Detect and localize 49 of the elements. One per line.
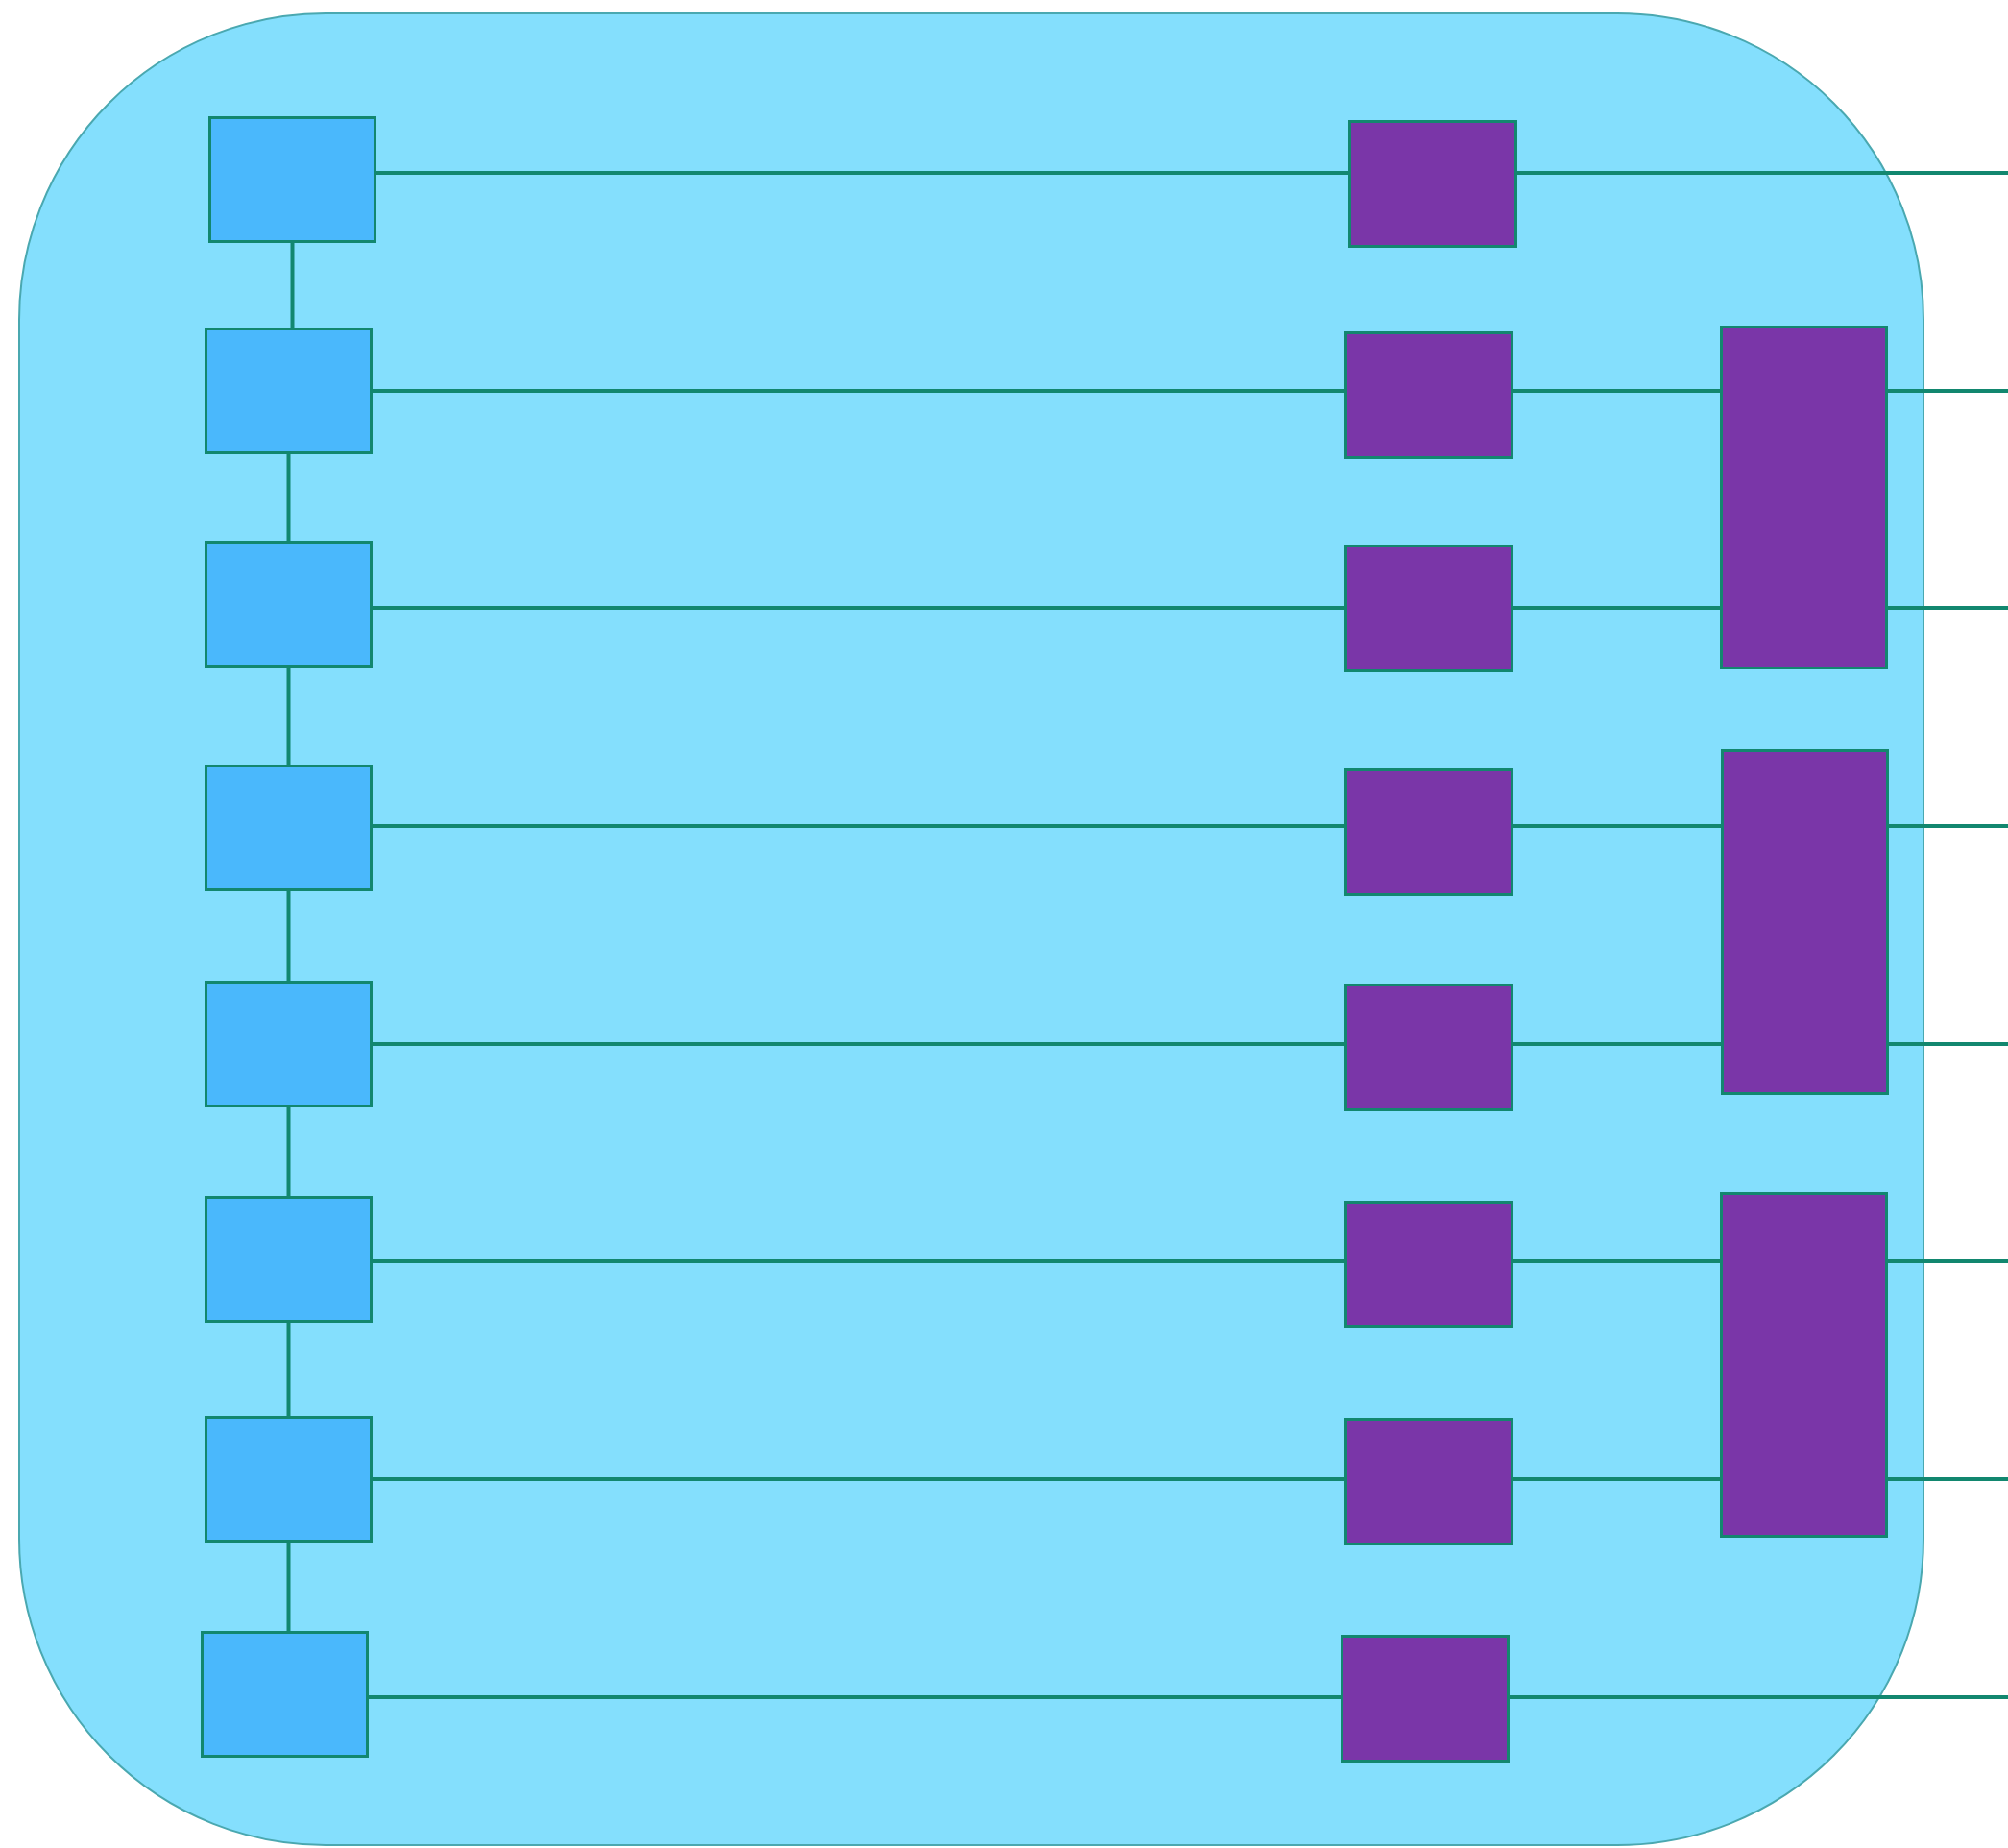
connector-line [373, 606, 1344, 610]
block-box [208, 116, 376, 243]
connector-line [373, 1477, 1344, 1481]
connector-line [373, 389, 1344, 393]
block-box [205, 328, 373, 454]
connector-line [1513, 1042, 1721, 1046]
connector-line [1889, 824, 2008, 828]
block-box [1720, 1192, 1888, 1538]
connector-line [1513, 606, 1720, 610]
block-box [1348, 120, 1517, 248]
block-box [205, 1416, 373, 1543]
container-panel [18, 12, 1924, 1846]
block-box [201, 1631, 369, 1758]
connector-line [286, 668, 291, 765]
block-box [1720, 326, 1888, 669]
block-box [205, 765, 373, 891]
connector-line [1888, 1477, 2008, 1481]
block-box [205, 1196, 373, 1323]
block-box [1341, 1635, 1510, 1763]
connector-line [286, 891, 291, 981]
block-box [1344, 545, 1513, 672]
block-box [205, 541, 373, 668]
connector-line [1889, 1042, 2008, 1046]
block-box [1721, 749, 1889, 1095]
connector-line [376, 171, 1348, 175]
connector-line [1513, 1477, 1720, 1481]
connector-line [1513, 1259, 1720, 1263]
block-box [1344, 331, 1513, 459]
connector-line [373, 1259, 1344, 1263]
connector-line [1510, 1695, 2008, 1699]
connector-line [1513, 824, 1721, 828]
connector-line [286, 1107, 291, 1196]
connector-line [1513, 389, 1720, 393]
connector-line [373, 824, 1344, 828]
block-box [205, 981, 373, 1107]
connector-line [286, 1323, 291, 1416]
connector-line [290, 243, 295, 328]
connector-line [369, 1695, 1341, 1699]
connector-line [1888, 1259, 2008, 1263]
block-box [1344, 1418, 1513, 1545]
connector-line [1517, 171, 2008, 175]
connector-line [373, 1042, 1344, 1046]
block-box [1344, 768, 1513, 896]
block-box [1344, 984, 1513, 1111]
connector-line [286, 1543, 291, 1631]
block-box [1344, 1201, 1513, 1328]
connector-line [1888, 389, 2008, 393]
connector-line [1888, 606, 2008, 610]
connector-line [286, 454, 291, 541]
